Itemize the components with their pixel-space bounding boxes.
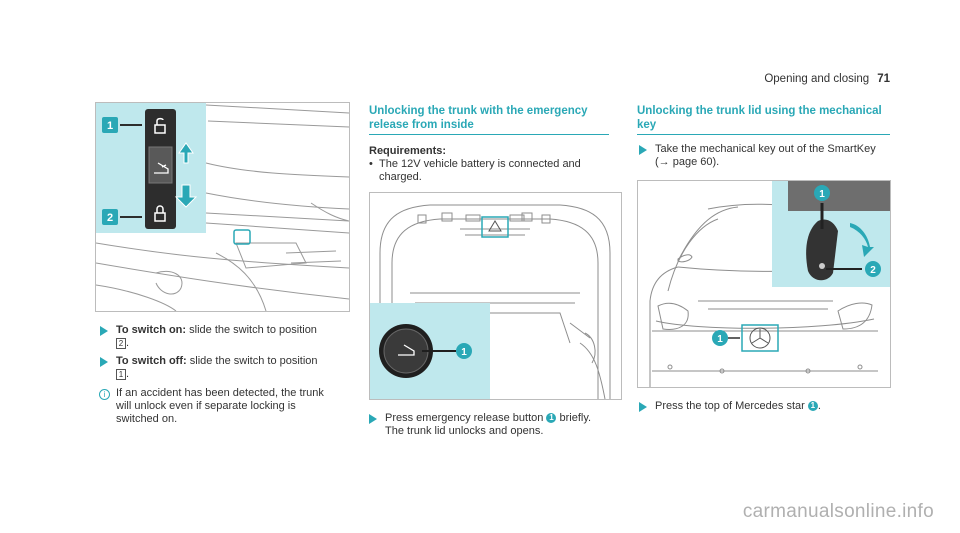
callout-1-circle [456, 343, 472, 359]
step-arrow-icon [100, 326, 108, 336]
watermark: carmanualsonline.info [742, 501, 934, 522]
step-arrow-icon [639, 402, 647, 412]
callout-1: 1 [819, 189, 825, 200]
callout-1-star: 1 [717, 334, 723, 345]
note-text: If an accident has been detected, the tr… [116, 387, 324, 425]
callout-1: 1 [461, 347, 467, 358]
figure-trunk-interior: 1 [369, 192, 622, 400]
info-icon: i [99, 389, 110, 400]
step-take-key: Take the mechanical key out of the Smart… [655, 143, 876, 168]
trunk-open-icon [154, 162, 169, 174]
section-title: Opening and closing [764, 73, 870, 85]
requirements-label: Requirements: [369, 145, 447, 157]
figure-trunk-lid-star: 1 1 2 [637, 180, 891, 388]
step-press-release: Press emergency release button 1 briefly… [385, 412, 592, 437]
lock-icon [154, 205, 166, 222]
callout-2: 2 [107, 212, 113, 224]
step-arrow-icon [369, 414, 377, 424]
callout-1: 1 [107, 120, 113, 132]
step-press-star: Press the top of Mercedes star 1. [655, 400, 821, 412]
step-switch-on: To switch on: slide the switch to positi… [116, 324, 317, 349]
figure-console-switch: 1 2 [95, 102, 350, 312]
callout-1-box [102, 117, 118, 133]
callout-2-box [102, 209, 118, 225]
page-header: Opening and closing 71 [764, 73, 890, 85]
requirement-bullet: •The 12V vehicle battery is connected an… [369, 158, 581, 183]
step-arrow-icon [100, 357, 108, 367]
arrow-up-icon [178, 142, 194, 164]
section-heading-mechanical-key: Unlocking the trunk lid using the mechan… [637, 105, 882, 131]
callout-1-circle [712, 330, 728, 346]
arrow-down-icon [174, 184, 198, 208]
callout-1-circle [814, 185, 830, 201]
callout-2-circle [865, 261, 881, 277]
step-switch-off: To switch off: slide the switch to posit… [116, 355, 318, 380]
step-arrow-icon [639, 145, 647, 155]
unlock-icon [154, 117, 166, 134]
callout-2: 2 [870, 265, 876, 276]
page-number: 71 [877, 73, 890, 85]
heading-rule [637, 134, 890, 135]
heading-rule [369, 134, 609, 135]
